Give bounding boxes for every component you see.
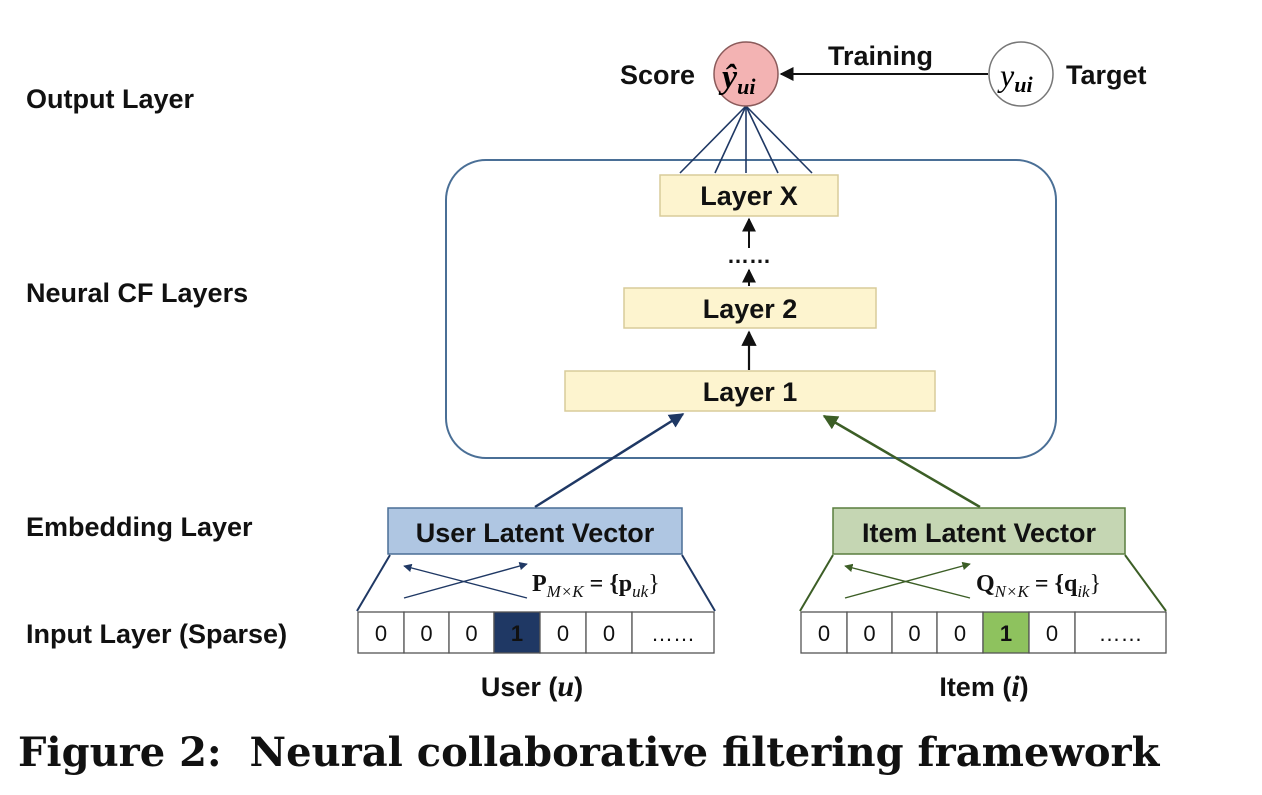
item-input-cell <box>936 611 984 654</box>
score-node <box>713 41 779 107</box>
score-label: Score <box>620 60 695 90</box>
item-cross-arrow-a <box>844 561 971 599</box>
layer-1-label: Layer 1 <box>703 377 798 407</box>
user-input-cell <box>403 611 450 654</box>
user-latent-vector-box <box>387 507 683 555</box>
target-symbol: yui <box>997 57 1033 97</box>
item-input-label: Item (i) <box>939 670 1028 703</box>
item-cross-arrow-b <box>844 563 971 599</box>
item-input-vector: 0 0 0 0 1 0 …… <box>800 611 1167 654</box>
item-trapezoid-right <box>1124 554 1167 612</box>
item-input-cell-value: 0 <box>1046 621 1058 646</box>
item-input-cell-value: 0 <box>818 621 830 646</box>
user-input-cell-value: 0 <box>375 621 387 646</box>
user-input-cell-value: 0 <box>465 621 477 646</box>
user-trapezoid-right <box>681 554 716 612</box>
target-label: Target <box>1066 60 1147 90</box>
item-input-cell-value: 0 <box>863 621 875 646</box>
user-input-vector: 0 0 0 1 0 0 …… <box>357 611 715 654</box>
layer-2-label: Layer 2 <box>703 294 798 324</box>
user-embedding: User Latent Vector PM×K = {puk} 0 0 0 1 0 0 ……… <box>356 507 716 703</box>
layers-ellipsis: …… <box>727 243 771 268</box>
item-input-cell <box>982 611 1030 654</box>
output-layer-label: Output Layer <box>26 84 195 114</box>
input-layer-label: Input Layer (Sparse) <box>26 619 287 649</box>
figure-caption: Figure 2: Neural collaborative filtering… <box>18 729 1161 776</box>
item-latent-vector-box <box>832 507 1126 555</box>
user-input-cell <box>493 611 541 654</box>
user-input-cell <box>631 611 715 654</box>
user-cross-arrow-b <box>403 563 528 599</box>
training-label: Training <box>828 41 933 71</box>
user-input-cell-value: …… <box>651 621 695 646</box>
score-symbol: ŷui <box>718 59 756 99</box>
neural-cf-group <box>445 159 1057 459</box>
item-embedding-matrix-formula: QN×K = {qik} <box>976 571 1101 601</box>
embedding-layer-label: Embedding Layer <box>26 512 253 542</box>
layer-1-box <box>564 370 936 412</box>
item-embedding-to-layer-1-arrow <box>822 414 981 509</box>
target-node <box>988 41 1054 107</box>
layer-x-box <box>659 174 839 217</box>
item-input-cell <box>1028 611 1076 654</box>
item-input-cell-value: …… <box>1099 621 1143 646</box>
user-input-cell <box>357 611 405 654</box>
item-embedding: Item Latent Vector QN×K = {qik} 0 0 0 0 1 0 ……… <box>799 507 1167 703</box>
item-input-cell <box>846 611 893 654</box>
user-trapezoid-left <box>356 554 391 612</box>
user-input-cell <box>539 611 587 654</box>
user-input-cell <box>585 611 633 654</box>
user-embedding-to-layer-1-arrow <box>534 412 685 509</box>
user-cross-arrow-a <box>403 561 528 599</box>
item-input-cell <box>800 611 848 654</box>
user-input-cell-value: 0 <box>557 621 569 646</box>
user-embedding-matrix-formula: PM×K = {puk} <box>532 571 660 601</box>
user-input-cell-value: 0 <box>603 621 615 646</box>
item-input-cell-value: 0 <box>908 621 920 646</box>
user-input-cell-value: 1 <box>511 621 523 646</box>
layer-x-label: Layer X <box>700 181 798 211</box>
layer-2-box <box>623 287 877 329</box>
item-input-cell <box>891 611 938 654</box>
item-input-cell-value: 1 <box>1000 621 1012 646</box>
neural-cf-layers-label: Neural CF Layers <box>26 278 248 308</box>
user-input-label: User (u) <box>481 670 583 703</box>
item-trapezoid-left <box>799 554 834 612</box>
layer-x-to-score-connections <box>679 105 813 174</box>
item-input-cell-value: 0 <box>954 621 966 646</box>
item-input-cell <box>1074 611 1167 654</box>
item-latent-vector-label: Item Latent Vector <box>862 518 1097 548</box>
user-latent-vector-label: User Latent Vector <box>416 518 655 548</box>
user-input-cell-value: 0 <box>420 621 432 646</box>
